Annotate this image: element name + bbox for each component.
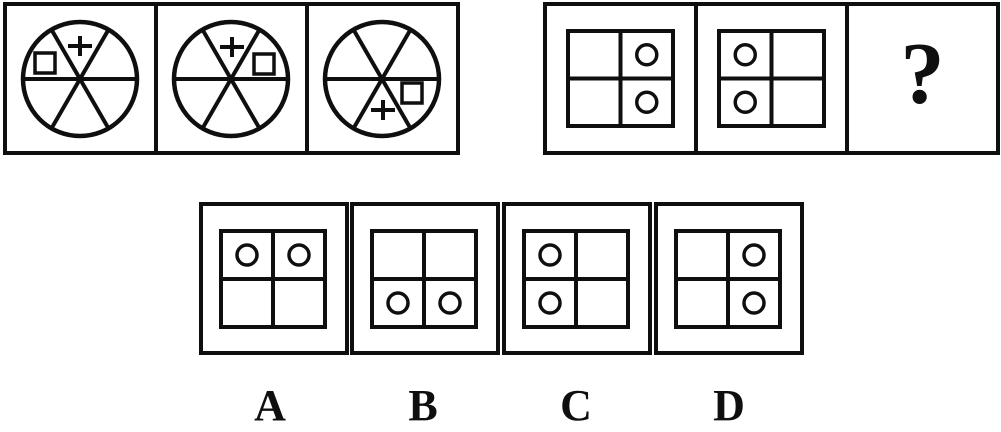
option-label-a: A — [254, 381, 286, 430]
premise-circle-sequence — [3, 2, 460, 155]
option-label-c: C — [560, 381, 592, 430]
circle-cell-1 — [7, 6, 154, 151]
question-cell: ? — [845, 6, 996, 151]
premise-grid-2 — [717, 29, 826, 128]
premise-grid-sequence: ? — [543, 2, 1000, 155]
sectored-circle-3 — [322, 19, 442, 139]
option-box-b[interactable] — [350, 202, 500, 355]
premise-grid-1 — [566, 29, 675, 128]
option-grid-d — [674, 229, 782, 329]
option-grid-a — [219, 229, 327, 329]
circle-cell-3 — [305, 6, 456, 151]
circle-cell-2 — [154, 6, 305, 151]
grid-cell-1 — [547, 6, 694, 151]
grid-cell-2 — [694, 6, 845, 151]
option-box-d[interactable] — [654, 202, 804, 355]
sectored-circle-2 — [171, 19, 291, 139]
question-mark: ? — [900, 25, 945, 123]
sectored-circle-1 — [20, 19, 140, 139]
option-grid-b — [370, 229, 478, 329]
option-label-b: B — [408, 381, 438, 430]
option-box-a[interactable] — [199, 202, 349, 355]
option-label-d: D — [713, 381, 745, 430]
option-box-c[interactable] — [502, 202, 652, 355]
option-grid-c — [522, 229, 630, 329]
